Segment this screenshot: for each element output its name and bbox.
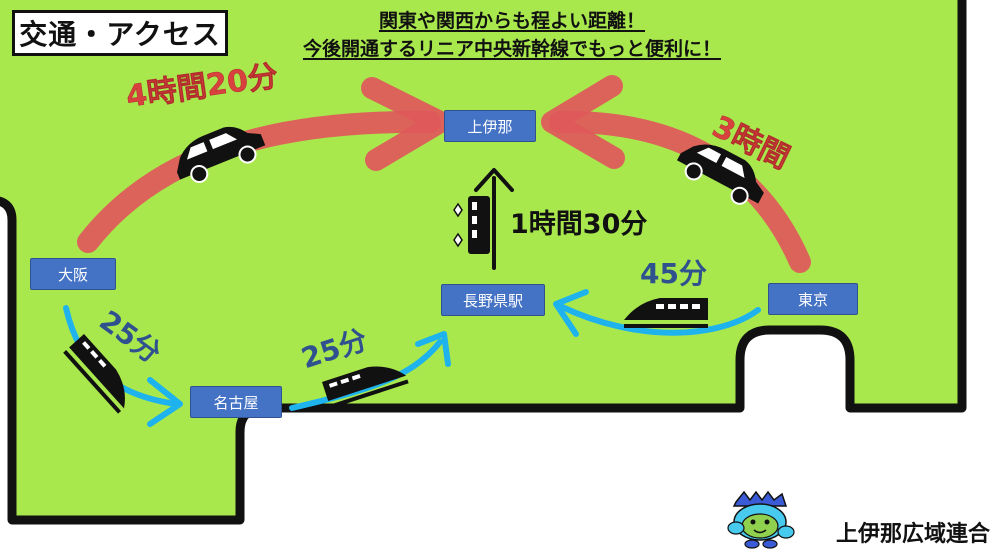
- mascot-icon: [727, 490, 795, 549]
- rail-arrow-tokyo-nagano-head: [553, 289, 589, 337]
- headline-line2: 今後開通するリニア中央新幹線でもっと便利に！: [302, 38, 721, 60]
- organization-name: 上伊那広域連合: [836, 522, 991, 547]
- rail-arrow-nagoya-nagano-head: [415, 331, 451, 367]
- section-title: 交通・アクセス: [12, 10, 228, 56]
- time-linear: 1時間30分: [510, 209, 648, 240]
- station-kamiina: 上伊那: [444, 110, 536, 142]
- linear-train-icon: [453, 196, 490, 254]
- rail-arrow-tokyo-nagano: [557, 303, 761, 336]
- rail-arrow-osaka-nagoya-head: [147, 377, 183, 427]
- time-tokyo-nagano: 45分: [640, 257, 707, 290]
- shinkansen-icon-osaka: [63, 334, 125, 414]
- car-icon-left: [176, 126, 266, 184]
- station-nagoya: 名古屋: [190, 386, 282, 418]
- station-nagano: 長野県駅: [441, 284, 545, 316]
- shinkansen-icon-nagoya: [322, 366, 409, 409]
- road-arrow-tokyo-head: [541, 75, 625, 169]
- headline-line1: 関東や関西からも程よい距離！: [378, 10, 645, 32]
- station-osaka: 大阪: [30, 258, 116, 290]
- car-icon-right: [676, 144, 764, 205]
- linear-arrow: [474, 168, 514, 270]
- station-tokyo: 東京: [768, 283, 858, 315]
- road-arrow-osaka-head: [361, 77, 451, 171]
- shinkansen-icon-tokyo: [624, 298, 708, 328]
